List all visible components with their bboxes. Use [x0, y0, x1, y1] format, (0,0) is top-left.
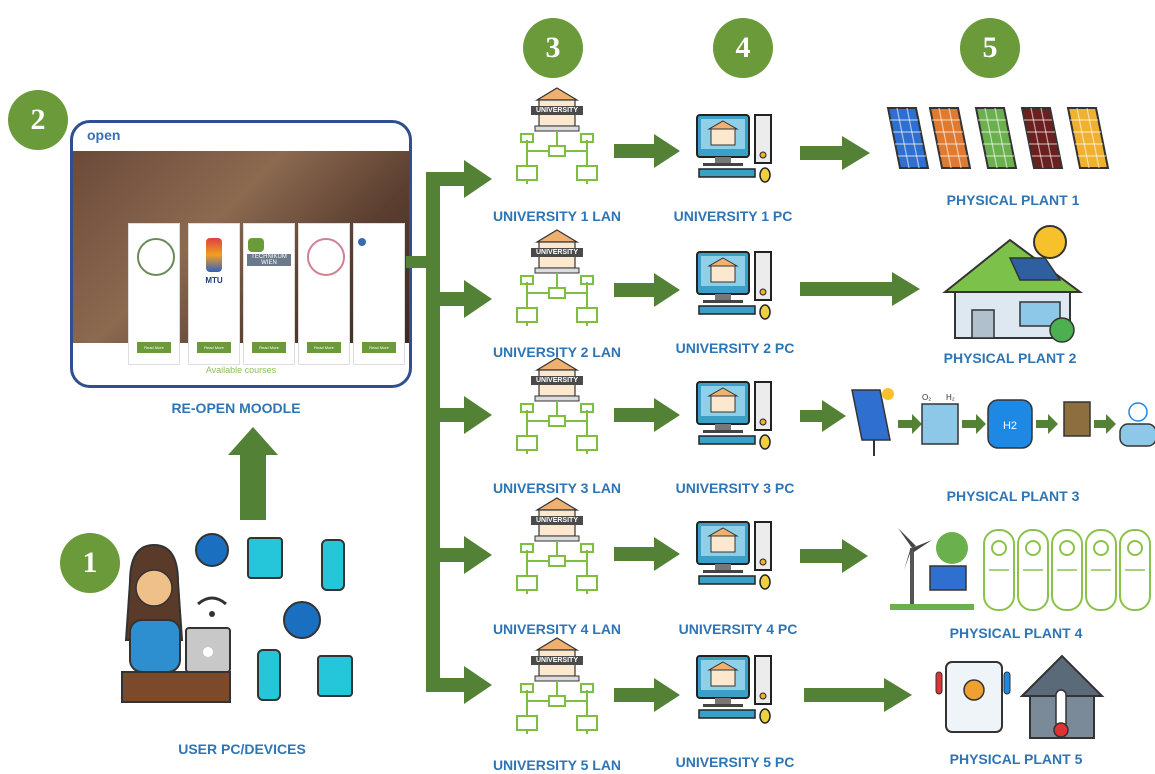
- moodle-brand: open: [87, 127, 121, 143]
- course-card[interactable]: Read More: [298, 223, 350, 365]
- plant-label-4: PHYSICAL PLANT 4: [949, 625, 1083, 641]
- plant-label-1: PHYSICAL PLANT 1: [946, 192, 1080, 208]
- course-card[interactable]: Read More: [128, 223, 180, 365]
- read-more-button[interactable]: Read More: [307, 342, 341, 353]
- course-logo-icon: [206, 238, 222, 272]
- lan-icon-text: UNIVERSITY: [536, 657, 578, 664]
- hydrogen-chain-icon: O₂ H₂ H2: [851, 388, 1155, 456]
- step-badge-4: 4: [713, 18, 773, 78]
- arrow-trunk: [426, 172, 440, 692]
- pc-label-3: UNIVERSITY 3 PC: [675, 480, 795, 496]
- course-logo-icon: [248, 238, 264, 252]
- course-card[interactable]: Read More: [353, 223, 405, 365]
- read-more-button[interactable]: Read More: [197, 342, 231, 353]
- lan-icon-3: [516, 357, 598, 455]
- moodle-label: RE-OPEN MOODLE: [171, 400, 301, 416]
- lan-icon-text: UNIVERSITY: [536, 377, 578, 384]
- step-badge-3: 3: [523, 18, 583, 78]
- course-logo-text: TECHNIKUM WIEN: [247, 254, 291, 266]
- arrow-up-head: [228, 427, 278, 455]
- solar-house-icon: [942, 225, 1084, 343]
- lan-icon-text: UNIVERSITY: [536, 107, 578, 114]
- moodle-screenshot: open Read More MTU Read More TECHNIKUM W…: [70, 120, 412, 388]
- solar-panels-icon: [887, 107, 1109, 169]
- user-devices-icon: [121, 533, 353, 703]
- available-courses-heading: Available courses: [205, 365, 277, 375]
- lan-label-1: UNIVERSITY 1 LAN: [492, 208, 622, 224]
- read-more-button[interactable]: Read More: [362, 342, 396, 353]
- lan-icon-2: [516, 229, 598, 327]
- plant-label-3: PHYSICAL PLANT 3: [946, 488, 1080, 504]
- pc-label-4: UNIVERSITY 4 PC: [678, 621, 798, 637]
- pc-icon-1: [696, 114, 772, 183]
- pc-icon-3: [696, 381, 772, 450]
- course-logo-text: MTU: [205, 276, 223, 285]
- lan-label-4: UNIVERSITY 4 LAN: [492, 621, 622, 637]
- course-card[interactable]: MTU Read More: [188, 223, 240, 365]
- lan-label-5: UNIVERSITY 5 LAN: [492, 757, 622, 773]
- lan-label-3: UNIVERSITY 3 LAN: [492, 480, 622, 496]
- user-devices-label: USER PC/DEVICES: [178, 741, 306, 757]
- h2-tank-label: H2: [1003, 420, 1017, 432]
- lan-icon-1: [516, 87, 598, 185]
- course-logo-icon: [307, 238, 345, 276]
- plant-label-5: PHYSICAL PLANT 5: [949, 751, 1083, 767]
- pc-label-5: UNIVERSITY 5 PC: [675, 754, 795, 770]
- lan-icon-4: [516, 497, 598, 595]
- step-badge-2: 2: [8, 90, 68, 150]
- flow-arrows: [228, 134, 1116, 712]
- course-logo-icon: [137, 238, 175, 276]
- heating-house-icon: [935, 654, 1105, 739]
- pc-icon-4: [696, 521, 772, 590]
- course-card[interactable]: TECHNIKUM WIEN Read More: [243, 223, 295, 365]
- o2-label: O₂: [922, 393, 931, 402]
- step-badge-5: 5: [960, 18, 1020, 78]
- h2-gas-label: H₂: [946, 393, 955, 402]
- pc-icon-5: [696, 655, 772, 724]
- pc-label-2: UNIVERSITY 2 PC: [675, 340, 795, 356]
- read-more-button[interactable]: Read More: [137, 342, 171, 353]
- wind-storage-icon: [890, 528, 1151, 611]
- plant-label-2: PHYSICAL PLANT 2: [943, 350, 1077, 366]
- pc-icon-2: [696, 251, 772, 320]
- pc-label-1: UNIVERSITY 1 PC: [673, 208, 793, 224]
- step-badge-1: 1: [60, 533, 120, 593]
- course-logo-icon: [358, 238, 366, 246]
- lan-label-2: UNIVERSITY 2 LAN: [492, 344, 622, 360]
- arrow-up: [240, 455, 266, 520]
- read-more-button[interactable]: Read More: [252, 342, 286, 353]
- lan-icon-5: [516, 637, 598, 735]
- lan-icon-text: UNIVERSITY: [536, 249, 578, 256]
- lan-icon-text: UNIVERSITY: [536, 517, 578, 524]
